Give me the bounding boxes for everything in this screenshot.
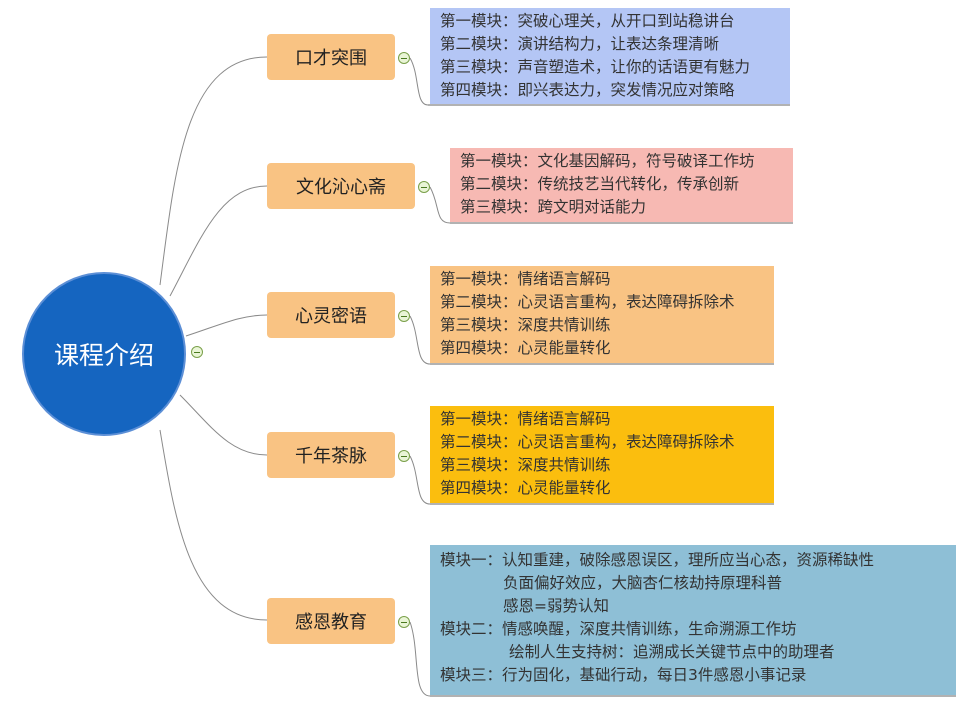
detail-3-item-1: 第一模块：情绪语言解码 — [440, 270, 611, 288]
detail-5-item-5: 绘制人生支持树：追溯成长关键节点中的助理者 — [509, 643, 835, 661]
connector-branch-1-to-detail — [409, 57, 429, 106]
detail-1-item-1: 第一模块：突破心理关，从开口到站稳讲台 — [440, 12, 735, 30]
connector-root-to-branch-2 — [169, 185, 268, 297]
branch-label-1: 口才突围 — [295, 48, 367, 69]
detail-5-item-3: 感恩=弱势认知 — [503, 597, 609, 615]
branch-label-3: 心灵密语 — [295, 306, 367, 327]
connector-root-to-branch-4 — [179, 394, 268, 456]
detail-5-item-1: 模块一：认知重建，破除感恩误区，理所应当心态，资源稀缺性 — [440, 551, 875, 569]
detail-4-item-1: 第一模块：情绪语言解码 — [440, 410, 611, 428]
branch-label-5: 感恩教育 — [295, 612, 367, 633]
root-label: 课程介绍 — [53, 341, 154, 370]
detail-box-2: 第一模块：文化基因解码，符号破译工作坊 第二模块：传统技艺当代转化，传承创新 第… — [450, 148, 793, 222]
connector-branch-5-to-detail — [409, 621, 431, 697]
detail-5-item-4: 模块二：情感唤醒，深度共情训练，生命溯源工作坊 — [440, 620, 797, 638]
detail-1-item-2: 第二模块：演讲结构力，让表达条理清晰 — [440, 35, 720, 53]
detail-box-1: 第一模块：突破心理关，从开口到站稳讲台 第二模块：演讲结构力，让表达条理清晰 第… — [430, 8, 790, 104]
branch-label-2: 文化沁心斋 — [296, 177, 386, 198]
branch-node-1[interactable]: 口才突围 — [267, 34, 395, 80]
detail-5-item-2: 负面偏好效应，大脑杏仁核劫持原理科普 — [503, 574, 783, 592]
branch-node-4[interactable]: 千年茶脉 — [267, 432, 395, 478]
detail-box-4: 第一模块：情绪语言解码 第二模块：心灵语言重构，表达障碍拆除术 第三模块：深度共… — [430, 406, 774, 503]
detail-3-item-2: 第二模块：心灵语言重构，表达障碍拆除术 — [440, 293, 735, 311]
connector-root-to-branch-5 — [159, 429, 268, 621]
detail-2-item-3: 第三模块：跨文明对话能力 — [460, 198, 647, 216]
connector-branch-2-to-detail — [429, 186, 451, 224]
collapse-icon-3[interactable] — [398, 310, 410, 322]
collapse-icon-4[interactable] — [398, 450, 410, 462]
collapse-icon-2[interactable] — [418, 181, 430, 193]
collapse-icon-1[interactable] — [398, 52, 410, 64]
connector-root-to-branch-3 — [185, 314, 268, 337]
detail-3-item-4: 第四模块：心灵能量转化 — [440, 339, 611, 357]
detail-4-item-2: 第二模块：心灵语言重构，表达障碍拆除术 — [440, 433, 735, 451]
root-node[interactable]: 课程介绍 — [22, 272, 186, 436]
branch-node-3[interactable]: 心灵密语 — [267, 292, 395, 338]
branch-node-2[interactable]: 文化沁心斋 — [267, 163, 415, 209]
detail-2-item-1: 第一模块：文化基因解码，符号破译工作坊 — [460, 152, 755, 170]
connector-branch-4-to-detail — [409, 455, 431, 505]
detail-3-item-3: 第三模块：深度共情训练 — [440, 316, 611, 334]
collapse-icon-5[interactable] — [398, 616, 410, 628]
detail-4-item-3: 第三模块：深度共情训练 — [440, 456, 611, 474]
detail-5-item-6: 模块三：行为固化，基础行动，每日3件感恩小事记录 — [440, 666, 807, 684]
detail-1-item-3: 第三模块：声音塑造术，让你的话语更有魅力 — [440, 58, 751, 76]
detail-2-item-2: 第二模块：传统技艺当代转化，传承创新 — [460, 175, 740, 193]
connector-branch-3-to-detail — [409, 315, 431, 365]
connector-root-to-branch-1 — [159, 56, 268, 286]
root-collapse-icon[interactable] — [191, 346, 203, 358]
detail-1-item-4: 第四模块：即兴表达力，突发情况应对策略 — [440, 81, 735, 99]
detail-4-item-4: 第四模块：心灵能量转化 — [440, 479, 611, 497]
detail-box-3: 第一模块：情绪语言解码 第二模块：心灵语言重构，表达障碍拆除术 第三模块：深度共… — [430, 266, 774, 363]
branch-node-5[interactable]: 感恩教育 — [267, 598, 395, 644]
detail-box-5: 模块一：认知重建，破除感恩误区，理所应当心态，资源稀缺性 负面偏好效应，大脑杏仁… — [430, 545, 956, 695]
branch-label-4: 千年茶脉 — [295, 446, 367, 467]
